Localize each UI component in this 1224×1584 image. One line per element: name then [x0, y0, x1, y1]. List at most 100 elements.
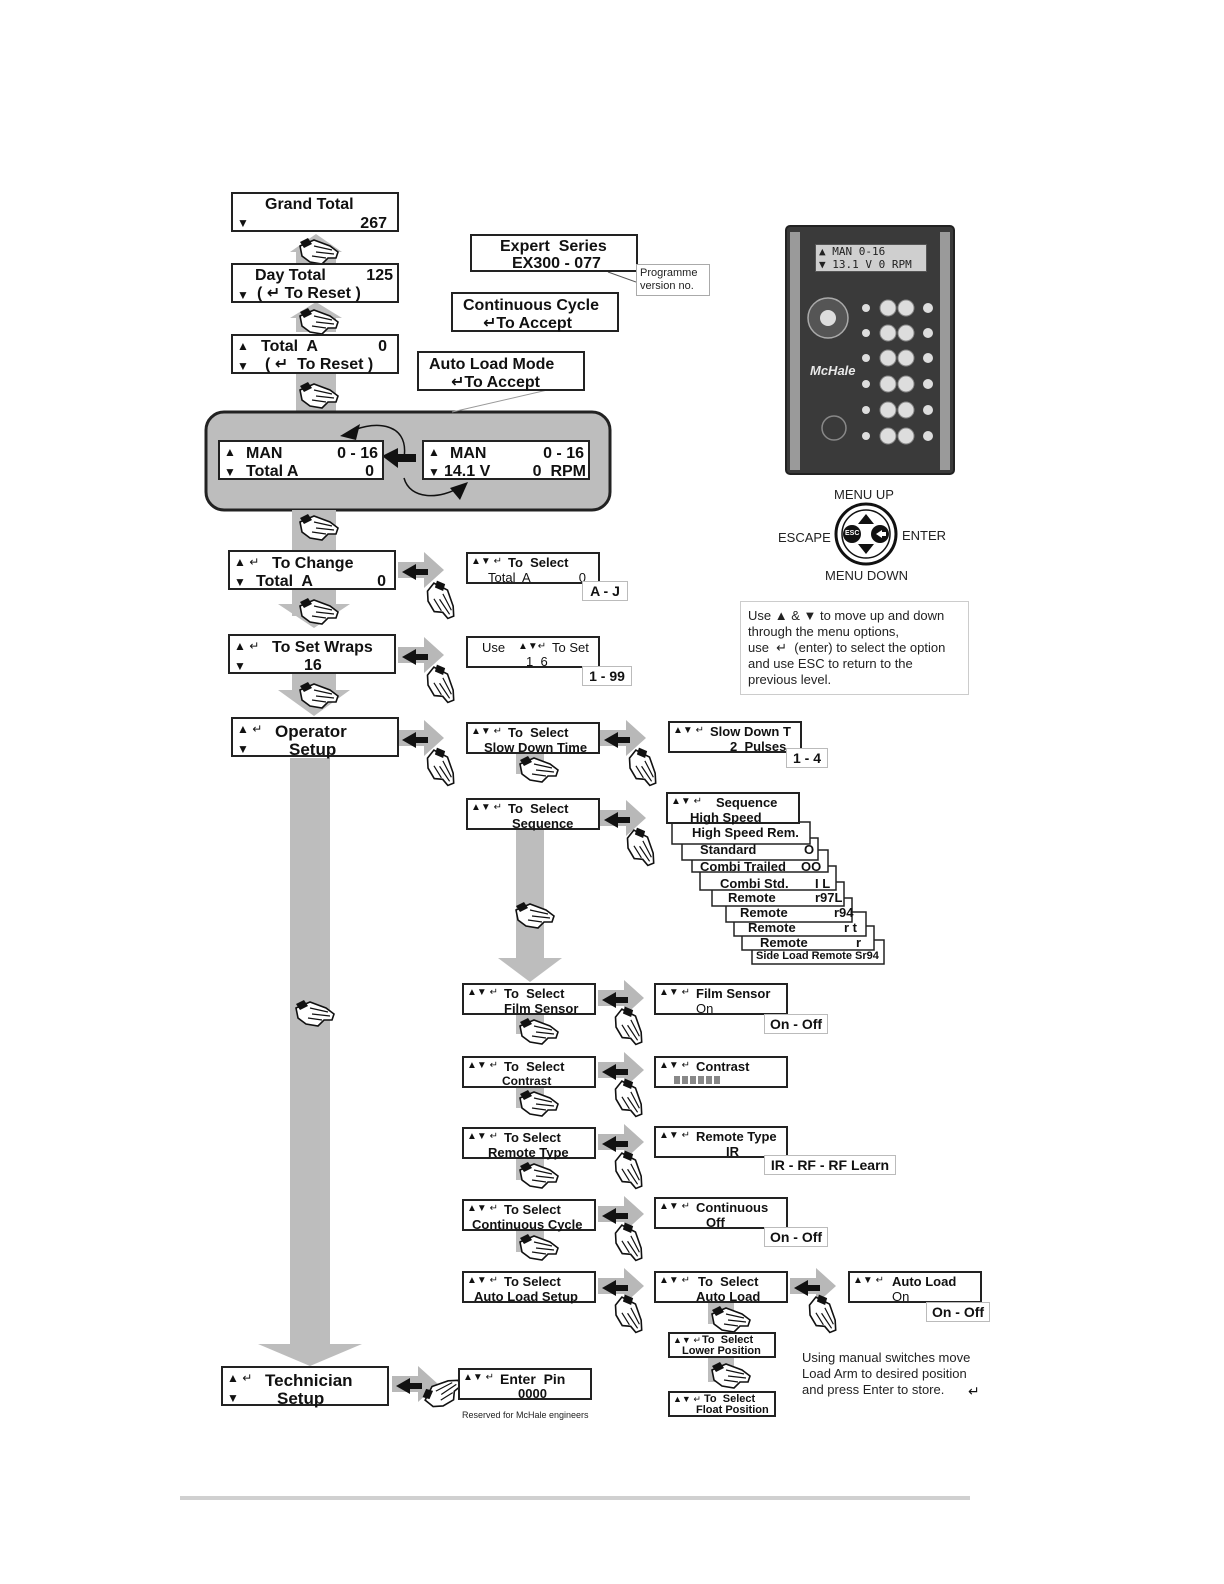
sequence-item-7: Remote	[748, 920, 796, 935]
device-lcd: ▲ MAN 0-16 ▼ 13.1 V 0 RPM	[815, 244, 927, 272]
set-wraps-box: ▲ ↵ To Set Wraps ▼ 16	[228, 634, 396, 674]
set-wraps-sub-value: 1 6	[526, 654, 548, 669]
keypad-diagram	[834, 502, 898, 566]
select-lower-position-box: ▲▼ ↵ To Select Lower Position	[668, 1332, 776, 1358]
select-remote-type-line2: Remote Type	[488, 1145, 569, 1160]
auto-load-mode-box: Auto Load Mode ↵To Accept	[417, 351, 585, 391]
day-total-label: Day Total	[255, 267, 326, 284]
total-a-label: Total A	[261, 338, 318, 355]
film-sensor-value: On	[696, 1001, 714, 1016]
sequence-item-4: Combi Std.	[720, 876, 789, 891]
to-change-value: 0	[377, 573, 386, 590]
sequence-item-9: Side Load Remote Sr94	[756, 950, 879, 962]
operator-setup-box: ▲ ↵ Operator ▼ Setup	[231, 717, 399, 758]
auto-load-value-box: ▲▼ ↵ Auto Load On	[848, 1271, 982, 1303]
manual-note-line2: Load Arm to desired position	[802, 1366, 967, 1381]
sequence-item-0: High Speed	[690, 810, 762, 825]
menu-down-label: MENU DOWN	[825, 568, 909, 583]
slow-down-value-box: ▲▼ ↵ Slow Down T 2 Pulses	[668, 721, 802, 753]
auto-load-mode-line2: ↵To Accept	[451, 374, 540, 391]
select-film-sensor-box: ▲▼ ↵ To Select Film Sensor	[462, 983, 596, 1015]
main-right-rpm: 0 RPM	[532, 463, 586, 480]
select-contrast-line2: Contrast	[502, 1074, 552, 1088]
select-total-box: ▲▼ ↵ To Select Total A 0	[466, 552, 600, 584]
contrast-bar	[674, 1076, 722, 1084]
enter-label: ENTER	[902, 528, 947, 543]
contrast-title: Contrast	[696, 1059, 750, 1074]
main-left-mode: MAN	[246, 445, 283, 462]
select-lower-position-line1: To Select	[702, 1334, 754, 1346]
main-left-total-value: 0	[365, 463, 374, 480]
nav-arrows-icon: ▲▼ ↵	[671, 796, 702, 807]
select-total-value: 0	[578, 570, 586, 585]
day-total-reset-hint: ( ↵ To Reset )	[257, 285, 361, 302]
esc-key-label: ESC	[845, 530, 860, 537]
help-line-2: through the menu options,	[748, 624, 900, 639]
select-sequence-box: ▲▼ ↵ To Select Sequence	[466, 798, 600, 830]
slow-down-value-line2: 2 Pulses	[730, 739, 787, 754]
up-arrow-icon: ▲	[428, 445, 440, 459]
down-arrow-icon: ▼	[237, 288, 249, 302]
programme-note-line1: Programme	[640, 267, 698, 279]
nav-arrows-icon: ▲▼ ↵	[471, 556, 502, 567]
down-arrow-icon: ▼	[237, 216, 249, 230]
select-total-line2: Total A	[488, 570, 531, 585]
main-left-range: 0 - 16	[337, 445, 378, 462]
select-auto-load-setup-line2: Auto Load Setup	[474, 1289, 578, 1304]
to-change-line1: To Change	[272, 555, 354, 572]
select-sequence-line1: To Select	[508, 801, 569, 816]
set-wraps-line1: To Set Wraps	[272, 639, 373, 656]
grand-total-label: Grand Total	[265, 196, 354, 213]
auto-load-mode-line1: Auto Load Mode	[429, 356, 555, 373]
sequence-code-2: O	[804, 842, 815, 857]
programme-note-line2: version no.	[640, 280, 694, 292]
main-right-voltage: 14.1 V	[444, 463, 491, 480]
sequence-code-8: r	[856, 935, 862, 950]
select-contrast-line1: To Select	[504, 1059, 565, 1074]
select-film-sensor-line2: Film Sensor	[504, 1001, 579, 1016]
main-screen-right: ▲ MAN 0 - 16 ▼ 14.1 V 0 RPM	[422, 440, 590, 480]
select-auto-load-setup-box: ▲▼ ↵ To Select Auto Load Setup	[462, 1271, 596, 1303]
operator-trunk-arrow	[290, 758, 330, 1346]
range-1-99: 1 - 99	[582, 666, 632, 686]
select-auto-load-line2: Auto Load	[696, 1289, 761, 1304]
sequence-code-6: r94	[834, 905, 854, 920]
auto-load-value: On	[892, 1289, 910, 1304]
help-line-1: Use ▲ & ▼ to move up and down	[748, 608, 945, 623]
nav-arrows-icon: ▲▼ ↵	[467, 987, 498, 998]
continuous-title: Continuous	[696, 1200, 769, 1215]
sequence-item-5: Remote	[728, 890, 776, 905]
down-arrow-icon: ▼	[237, 359, 249, 373]
grand-total-box: Grand Total ▼ 267	[231, 192, 399, 232]
nav-arrows-icon: ▲▼ ↵	[659, 1060, 690, 1071]
select-slow-down-box: ▲▼ ↵ To Select Slow Down Time	[466, 722, 600, 754]
enter-icon: ↵	[968, 1383, 980, 1399]
sequence-options-card: ▲▼ ↵ Sequence High Speed	[666, 792, 800, 824]
sequence-item-8: Remote	[760, 935, 808, 950]
slow-down-value-line1: Slow Down T	[710, 724, 791, 739]
down-arrow-icon: ▼	[234, 659, 246, 673]
range-1-4: 1 - 4	[786, 748, 828, 768]
total-a-box: ▲ Total A 0 ▼ ( ↵ To Reset )	[231, 334, 399, 374]
up-arrow-icon: ▲ ↵	[237, 722, 263, 736]
device-lcd-line1: ▲ MAN 0-16	[819, 245, 886, 258]
down-arrow-icon: ▼	[428, 465, 440, 479]
sequence-code-7: r t	[844, 920, 857, 935]
menu-up-label: MENU UP	[834, 487, 894, 502]
programme-version-note: Programme version no.	[636, 264, 710, 296]
select-float-position-line2: Float Position	[696, 1404, 769, 1416]
set-wraps-use-label: Use	[482, 640, 506, 655]
select-slow-down-line2: Slow Down Time	[484, 740, 588, 755]
sequence-item-1: High Speed Rem.	[692, 825, 799, 840]
manual-note-line1: Using manual switches move	[802, 1350, 971, 1365]
expert-series-line1: Expert Series	[500, 238, 607, 255]
nav-arrows-icon: ▲▼ ↵	[467, 1131, 498, 1142]
main-screen-left: ▲ MAN 0 - 16 ▼ Total A 0	[218, 440, 384, 480]
expert-series-line2: EX300 - 077	[512, 255, 601, 272]
nav-arrows-icon: ▲▼ ↵	[673, 725, 704, 736]
contrast-value-box: ▲▼ ↵ Contrast	[654, 1056, 788, 1088]
auto-load-range: On - Off	[926, 1302, 990, 1322]
day-total-box: Day Total 125 ▼ ( ↵ To Reset )	[231, 263, 399, 303]
enter-pin-label: Enter Pin	[500, 1371, 566, 1387]
